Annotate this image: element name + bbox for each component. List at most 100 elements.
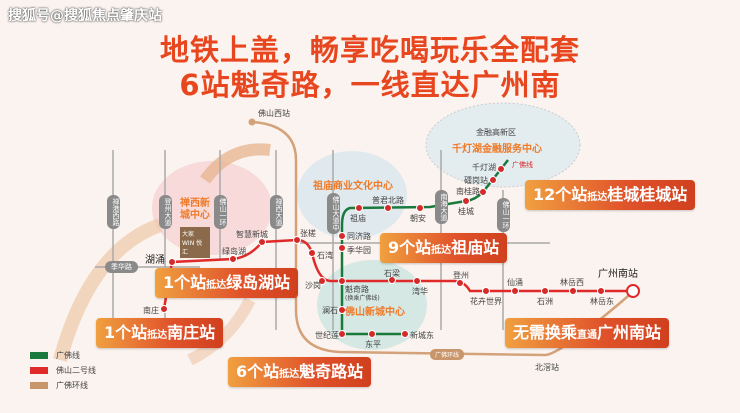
station-label-kuiqi: 魁奇路: [345, 285, 369, 294]
road-label: 禅西大道: [270, 195, 283, 229]
station-dot-pujunbeilu: [384, 204, 392, 212]
station-dot-shagang: [318, 277, 326, 285]
station-label-chaoan: 朝安: [410, 214, 426, 223]
station-label-zhihui: 智慧新城: [236, 230, 268, 239]
station-dot-xianyong: [511, 287, 519, 295]
station-dot-dengzhou: [456, 279, 464, 287]
legend-swatch: [30, 352, 48, 359]
zone-chanxi: 禅西新城中心: [180, 198, 210, 221]
station-label-shizhou: 石洲: [537, 297, 553, 306]
station-label-tongjilu: 同济路: [347, 232, 371, 241]
station-dot-nanzhuang: [160, 305, 168, 313]
station-dot-linyuedong: [597, 287, 605, 295]
station-label-qiandenghu: 千灯湖: [472, 163, 496, 172]
station-label-nanguilu: 南桂路: [456, 187, 480, 196]
station-label-wanhua: 湾华: [412, 287, 428, 296]
station-label-guicheng: 桂城: [458, 207, 474, 216]
station-label-nanzhuang: 南庄: [143, 306, 159, 315]
callout-guicheng: 12个站抵达桂城桂城站: [525, 180, 696, 210]
ring-line-tag: 广佛环线: [430, 349, 465, 360]
callout-nanzhuang: 1个站抵达南庄站: [96, 318, 224, 348]
callout-lvdaohu: 1个站抵达绿岛湖站: [155, 268, 299, 298]
station-dot-shijilian: [338, 330, 346, 338]
gzsouth-station-icon: [626, 284, 640, 298]
station-label-beijiao: 北滘站: [535, 363, 559, 372]
station-dot-huyong: [168, 258, 176, 266]
station-dot-leigang: [489, 176, 497, 184]
station-label-foshanxi: 佛山西站: [258, 109, 290, 118]
station-label-shiwan: 石湾: [317, 251, 333, 260]
station-dot-lanshi: [338, 306, 346, 314]
station-dot-kuiqi: [338, 277, 346, 285]
callout-zumiao: 9个站抵达祖庙站: [380, 233, 508, 263]
legend-item: 广佛线: [30, 350, 80, 361]
arrow-decoration: [200, 143, 271, 184]
zone-zumiao: 祖庙商业文化中心: [313, 181, 393, 192]
station-label-xianyong: 仙涌: [507, 278, 523, 287]
arrow-decoration: [187, 297, 256, 366]
station-dot-guicheng: [462, 197, 470, 205]
station-dot-dongping: [368, 330, 376, 338]
station-label-zhangcha: 张槎: [300, 229, 316, 238]
station-dot-shiliang: [388, 276, 396, 284]
legend-swatch: [30, 367, 48, 374]
legend-item: 佛山二号线: [30, 365, 96, 376]
legend-item: 广佛环线: [30, 380, 88, 391]
foshanxi-station-dot: [248, 118, 256, 126]
station-dot-tongjilu: [338, 232, 346, 240]
station-label-dongping: 东平: [365, 340, 381, 349]
station-dot-zumiao: [355, 204, 363, 212]
station-label-pujunbeilu: 普君北路: [372, 196, 404, 205]
road-label: 南海大道: [435, 190, 448, 224]
station-dot-xinchengdong: [401, 330, 409, 338]
zone-district: 金融高新区: [476, 128, 516, 137]
station-dot-shizhou: [541, 287, 549, 295]
subheadline: 6站魁奇路，一线直达广州南: [179, 68, 561, 102]
legend-swatch: [30, 382, 48, 389]
headline: 地铁上盖，畅享吃喝玩乐全配套: [159, 33, 580, 67]
road-label: 登州大道: [159, 195, 172, 229]
station-dot-linyuexi: [569, 287, 577, 295]
guangfo-line-tag: 广佛线: [512, 161, 533, 169]
station-dot-shiwan: [308, 249, 316, 257]
road-label: 禅港西路: [107, 195, 120, 229]
qiandenghu-zone-area: [425, 102, 581, 188]
callout-gzsouth: 无需换乘直通广州南站: [505, 318, 670, 348]
station-dot-qiandenghu: [497, 165, 505, 173]
road-label: 佛山大道中: [327, 193, 340, 234]
station-label-huahui: 花卉世界: [470, 297, 502, 306]
station-dot-zhangcha: [293, 236, 301, 244]
station-dot-lvdaohu: [229, 255, 237, 263]
station-label-huyong: 湖涌: [145, 255, 165, 266]
station-label-zumiao: 祖庙: [350, 214, 366, 223]
station-label-jihuayuan: 季华园: [347, 246, 371, 255]
station-label-linyuexi: 林岳西: [560, 278, 584, 287]
station-label-lvdaohu: 绿岛湖: [222, 247, 246, 256]
zone-xincheng: 佛山新城中心: [345, 307, 405, 318]
station-label-shiliang: 石梁: [384, 269, 400, 278]
station-dot-wanhua: [413, 277, 421, 285]
kuiqi-note: (换乘广佛线): [345, 295, 380, 302]
station-dot-huahui: [482, 287, 490, 295]
station-label-shagang: 沙岗: [305, 281, 321, 290]
station-label-xinchengdong: 新城东: [410, 331, 434, 340]
watermark: 搜狐号@搜狐焦点肇庆站: [8, 8, 162, 24]
station-label-shijilian: 世纪莲: [315, 331, 339, 340]
station-dot-jihuayuan: [338, 244, 346, 252]
station-dot-chaoan: [416, 204, 424, 212]
station-dot-nanguilu: [479, 188, 487, 196]
road-label: 佛山一环: [497, 198, 510, 232]
project-logo: 大家 WIN 悦汇: [180, 227, 210, 258]
station-label-lanshi: 澜石: [322, 306, 338, 315]
station-label-leigang: 礌岗站: [464, 176, 488, 185]
arrow-decoration: [53, 218, 163, 362]
road-label: 季华路: [105, 261, 138, 273]
road-label: 佛山一环: [214, 195, 227, 229]
station-label-dengzhou: 登州: [453, 271, 469, 280]
station-dot-zhihui: [258, 238, 266, 246]
callout-kuiqi: 6个站抵达魁奇路站: [228, 357, 372, 387]
zone-qiandenghu: 千灯湖金融服务中心: [452, 144, 542, 155]
station-label-gzsouth: 广州南站: [598, 269, 638, 280]
zumiao-zone-area: [297, 151, 407, 239]
station-label-linyuedong: 林岳东: [590, 297, 614, 306]
